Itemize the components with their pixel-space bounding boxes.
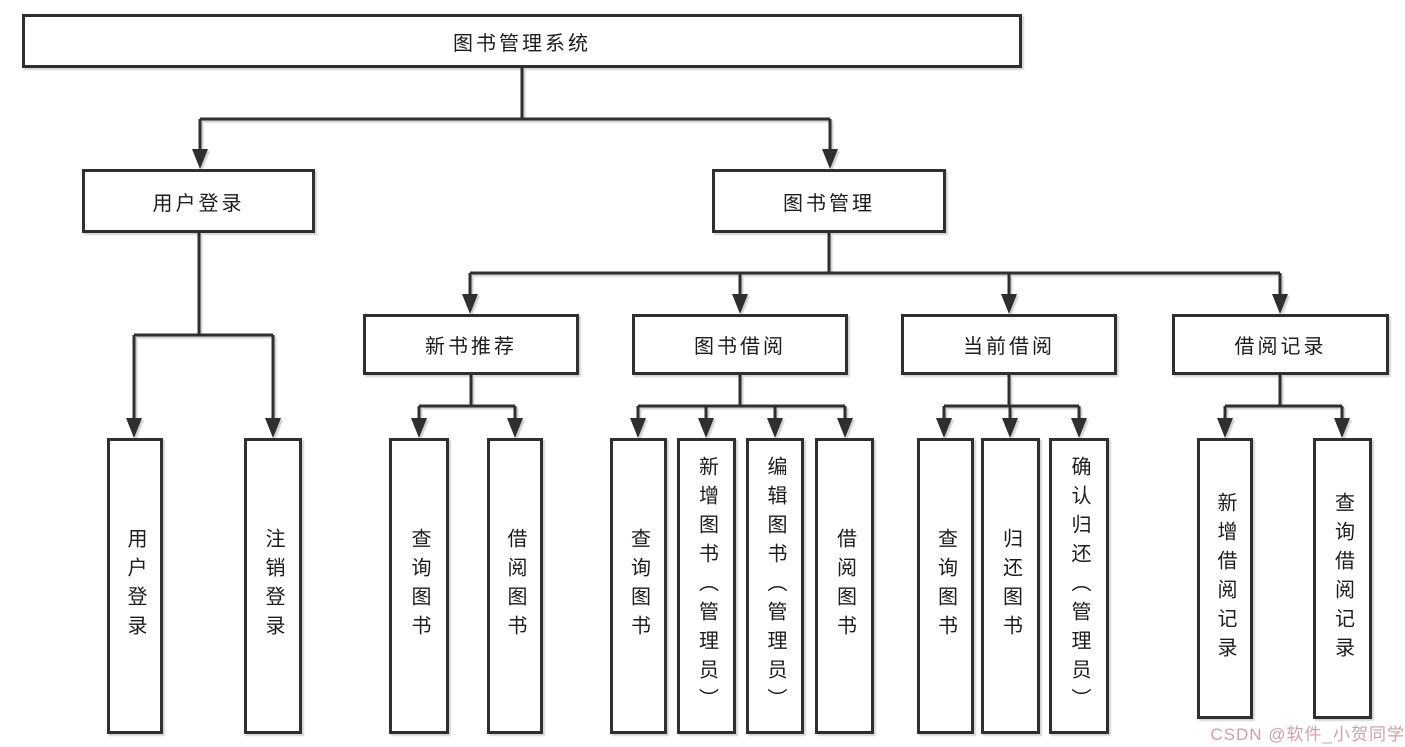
node-new-book-recommend-label: 新书推荐 — [425, 336, 517, 358]
leaf-user-login-label: 用户登录 — [124, 528, 146, 644]
node-root-system: 图书管理系统 — [22, 14, 1022, 68]
leaf-recommend-borrow-book: 借阅图书 — [487, 438, 543, 734]
node-book-management: 图书管理 — [712, 169, 946, 233]
leaf-logout: 注销登录 — [244, 438, 302, 734]
leaf-borrow-add-book-admin: 新增图书（管理员） — [677, 438, 736, 734]
node-new-book-recommend: 新书推荐 — [363, 314, 579, 375]
node-current-borrow: 当前借阅 — [901, 314, 1117, 375]
node-current-borrow-label: 当前借阅 — [963, 336, 1055, 358]
leaf-borrow-borrow-book-label: 借阅图书 — [833, 528, 856, 644]
leaf-borrow-query-book-label: 查询图书 — [627, 528, 650, 644]
node-user-login: 用户登录 — [82, 169, 315, 233]
leaf-record-query-record-label: 查询借阅记录 — [1331, 491, 1354, 666]
leaf-user-login: 用户登录 — [107, 438, 163, 734]
leaf-current-return-book: 归还图书 — [981, 438, 1040, 734]
leaf-current-return-book-label: 归还图书 — [999, 528, 1022, 644]
leaf-recommend-query-book-label: 查询图书 — [408, 528, 430, 644]
leaf-borrow-query-book: 查询图书 — [610, 438, 667, 734]
csdn-watermark: CSDN @软件_小贺同学 — [1210, 725, 1405, 744]
node-borrow-record: 借阅记录 — [1172, 314, 1389, 375]
leaf-recommend-query-book: 查询图书 — [389, 438, 449, 734]
node-borrow-record-label: 借阅记录 — [1234, 336, 1327, 358]
leaf-record-query-record: 查询借阅记录 — [1313, 438, 1372, 719]
leaf-current-query-book: 查询图书 — [917, 438, 974, 734]
leaf-borrow-edit-book-admin-label: 编辑图书（管理员） — [764, 455, 786, 717]
leaf-record-add-record: 新增借阅记录 — [1197, 438, 1253, 719]
leaf-current-query-book-label: 查询图书 — [934, 528, 957, 644]
leaf-current-confirm-return-admin: 确认归还（管理员） — [1049, 438, 1109, 734]
node-book-management-label: 图书管理 — [783, 192, 875, 215]
leaf-recommend-borrow-book-label: 借阅图书 — [504, 528, 526, 644]
node-root-label: 图书管理系统 — [453, 32, 591, 55]
leaf-logout-label: 注销登录 — [262, 528, 284, 644]
leaf-borrow-borrow-book: 借阅图书 — [815, 438, 874, 734]
leaf-record-add-record-label: 新增借阅记录 — [1214, 491, 1236, 666]
leaf-current-confirm-return-admin-label: 确认归还（管理员） — [1068, 455, 1090, 717]
leaf-borrow-add-book-admin-label: 新增图书（管理员） — [695, 455, 718, 717]
leaf-borrow-edit-book-admin: 编辑图书（管理员） — [746, 438, 804, 734]
node-book-borrow: 图书借阅 — [632, 314, 848, 375]
node-book-borrow-label: 图书借阅 — [694, 336, 786, 358]
node-user-login-label: 用户登录 — [152, 192, 245, 215]
